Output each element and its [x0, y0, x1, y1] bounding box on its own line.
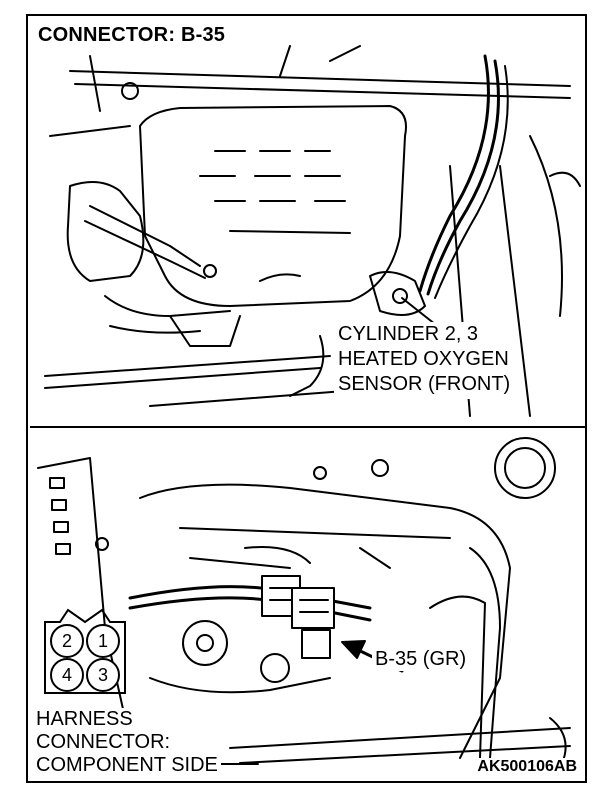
pin-3: 3 — [86, 658, 120, 692]
harness-callout-label: HARNESS CONNECTOR: COMPONENT SIDE — [33, 708, 221, 777]
harness-callout-line-1: HARNESS — [36, 708, 133, 730]
connector-location-panel: 2 1 4 3 B-35 (GR) HARNESS CONNECTOR: COM… — [30, 428, 587, 781]
figure-id: AK500106AB — [475, 758, 579, 776]
sensor-callout-line-2: HEATED OXYGEN — [338, 348, 509, 370]
page-title: CONNECTOR: B-35 — [35, 24, 229, 47]
connector-callout-label: B-35 (GR) — [372, 648, 470, 671]
engine-top-view-panel: CONNECTOR: B-35 CYLINDER 2, 3 HEATED OXY… — [30, 16, 587, 428]
diagram-frame: CONNECTOR: B-35 CYLINDER 2, 3 HEATED OXY… — [26, 14, 587, 783]
sensor-callout-line-1: CYLINDER 2, 3 — [338, 323, 479, 345]
harness-connector-pin-diagram: 2 1 4 3 — [44, 608, 126, 694]
pin-2: 2 — [50, 624, 84, 658]
harness-callout-line-3: COMPONENT SIDE — [36, 754, 218, 776]
sensor-callout-label: CYLINDER 2, 3 HEATED OXYGEN SENSOR (FRON… — [334, 322, 515, 399]
sensor-callout-line-3: SENSOR (FRONT) — [338, 373, 511, 395]
engine-top-illustration — [44, 45, 581, 417]
pin-1: 1 — [86, 624, 120, 658]
pin-4: 4 — [50, 658, 84, 692]
pin-diagram-outline — [44, 608, 126, 694]
harness-callout-line-2: CONNECTOR: — [36, 731, 171, 753]
